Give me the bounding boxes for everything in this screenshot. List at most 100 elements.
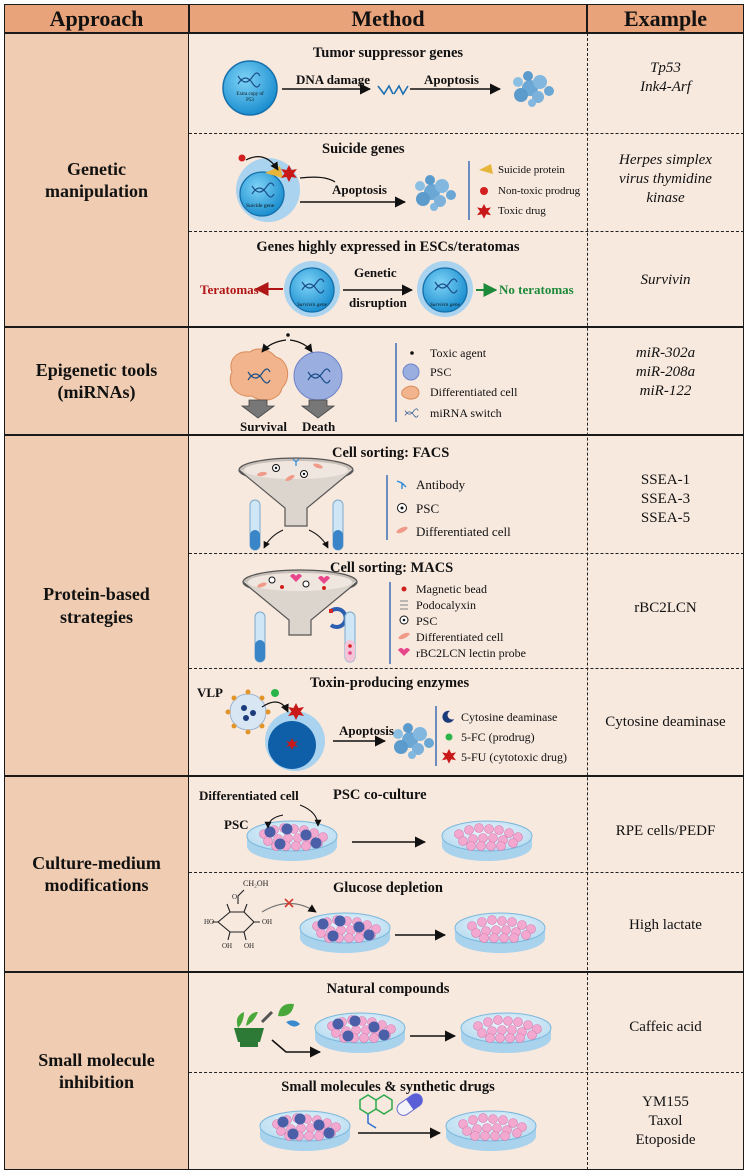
method-title-natural: Natural compounds: [326, 981, 450, 997]
pure-dish: [441, 820, 533, 862]
molecule-icon: [359, 1094, 393, 1129]
example-esc: Survivin: [640, 272, 691, 288]
facs-tube-left: [249, 499, 261, 551]
method-title-tumor: Tumor suppressor genes: [312, 45, 464, 61]
svg-text:OH: OH: [262, 918, 272, 926]
prodrug-icon: [238, 154, 246, 162]
legend-mirna-switch: miRNA switch: [430, 406, 502, 420]
legend-differentiated-cell: Differentiated cell: [416, 524, 511, 539]
example-box-protein: [587, 435, 744, 776]
legend-psc-icon: [402, 363, 420, 381]
cell-label-p53: Extra copy of P53: [236, 92, 264, 103]
legend-podocalyxin-icon: [400, 600, 408, 610]
approach-small-molecule: Small molecule inhibition: [4, 972, 189, 1170]
macs-funnel: [242, 569, 358, 636]
svg-text:CH₂OH: CH₂OH: [243, 879, 269, 888]
natural-dish: [314, 1012, 406, 1054]
arrow: [261, 701, 289, 713]
label-teratomas: Teratomas: [200, 282, 259, 297]
arrow: [289, 339, 313, 353]
arrow: [245, 156, 279, 171]
legend-diff-cell-icon: [396, 526, 408, 534]
apoptotic-cell-debris: [513, 71, 554, 107]
approach-protein: Protein-based strategies: [4, 435, 189, 776]
arrow: [299, 804, 322, 827]
example-toxin: Cytosine deaminase: [605, 714, 726, 730]
apoptotic-cell-debris: [415, 175, 456, 211]
legend-diff-cell-icon: [401, 385, 420, 400]
legend-suicide-protein-icon: [479, 164, 493, 174]
legend-cytosine-deaminase-icon: [442, 710, 454, 723]
magnet-icon: [329, 607, 348, 629]
p53-cell: [222, 60, 278, 116]
label-differentiated-cell: Differentiated cell: [199, 788, 299, 803]
legend-magnetic-bead: Magnetic bead: [416, 582, 487, 596]
broken-dna-icon: [377, 84, 409, 96]
column-divider: [587, 33, 588, 1170]
death-arrow: [300, 399, 336, 419]
legend-toxic-drug-icon: [477, 204, 491, 219]
apoptotic-cell-debris: [393, 723, 434, 759]
herb-icon: [278, 1003, 300, 1027]
survivin-cell: [289, 267, 335, 313]
example-natural: Caffeic acid: [629, 1019, 702, 1035]
label-psc: PSC: [224, 817, 249, 832]
method-title-glucose: Glucose depletion: [333, 880, 443, 896]
label-apoptosis: Apoptosis: [424, 72, 479, 87]
legend-suicide-protein: Suicide protein: [498, 164, 565, 176]
mortar-icon: [234, 1010, 274, 1047]
row-divider: [189, 872, 744, 873]
row-divider: [189, 668, 744, 669]
glucose-icon: [212, 889, 260, 941]
legend-psc: PSC: [430, 365, 452, 379]
legend-antibody: Antibody: [416, 477, 466, 492]
pure-dish: [460, 1012, 552, 1054]
label-genetic: Genetic: [354, 265, 397, 280]
legend-5fu: 5-FU (cytotoxic drug): [461, 750, 567, 764]
label-apoptosis: Apoptosis: [332, 182, 387, 197]
example-box-epigenetic: [587, 327, 744, 435]
method-title-suicide: Suicide genes: [322, 141, 405, 157]
label-disruption: disruption: [349, 295, 407, 310]
legend-toxic-agent: Toxic agent: [430, 346, 487, 360]
row-divider: [189, 553, 744, 554]
row-divider: [189, 231, 744, 232]
svg-text:HO: HO: [204, 918, 214, 926]
approach-culture: Culture-medium modifications: [4, 776, 189, 972]
toxic-agent-icon: [286, 333, 290, 337]
macs-tube-right: [344, 611, 356, 663]
legend-cytosine-deaminase: Cytosine deaminase: [461, 710, 558, 724]
pill-icon: [396, 1093, 423, 1116]
legend-differentiated-cell: Differentiated cell: [430, 385, 518, 399]
legend-magnetic-bead-icon: [401, 586, 407, 592]
method-title-esc: Genes highly expressed in ESCs/teratomas: [256, 239, 520, 255]
coculture-dish: [246, 820, 338, 862]
label-no-teratomas: No teratomas: [499, 282, 574, 297]
cell-label-suicide-gene: Suicide gene: [246, 203, 275, 209]
facs-funnel: [238, 457, 354, 549]
header-approach: Approach: [4, 4, 189, 33]
legend-lectin-probe-icon: [398, 648, 410, 656]
example-macs: rBC2LCN: [634, 600, 697, 616]
legend-prodrug-icon: [480, 187, 488, 195]
legend-mirna-icon: [404, 408, 419, 418]
arrow: [264, 814, 284, 829]
suicide-gene-cell: [239, 171, 285, 217]
legend-podocalyxin: Podocalyxin: [416, 598, 476, 612]
arrow: [261, 902, 317, 913]
row-divider: [189, 1072, 744, 1073]
legend-diff-cell-icon: [398, 632, 410, 640]
arrow: [299, 176, 336, 183]
svg-text:OH: OH: [222, 942, 232, 950]
label-survival: Survival: [240, 419, 287, 434]
psc-cell: [293, 351, 343, 401]
svg-text:OH: OH: [244, 942, 254, 950]
legend-antibody-icon: [396, 480, 407, 489]
block-x-icon: [284, 898, 294, 908]
macs-tube-left: [254, 611, 266, 663]
method-title-toxin: Toxin-producing enzymes: [310, 675, 470, 691]
